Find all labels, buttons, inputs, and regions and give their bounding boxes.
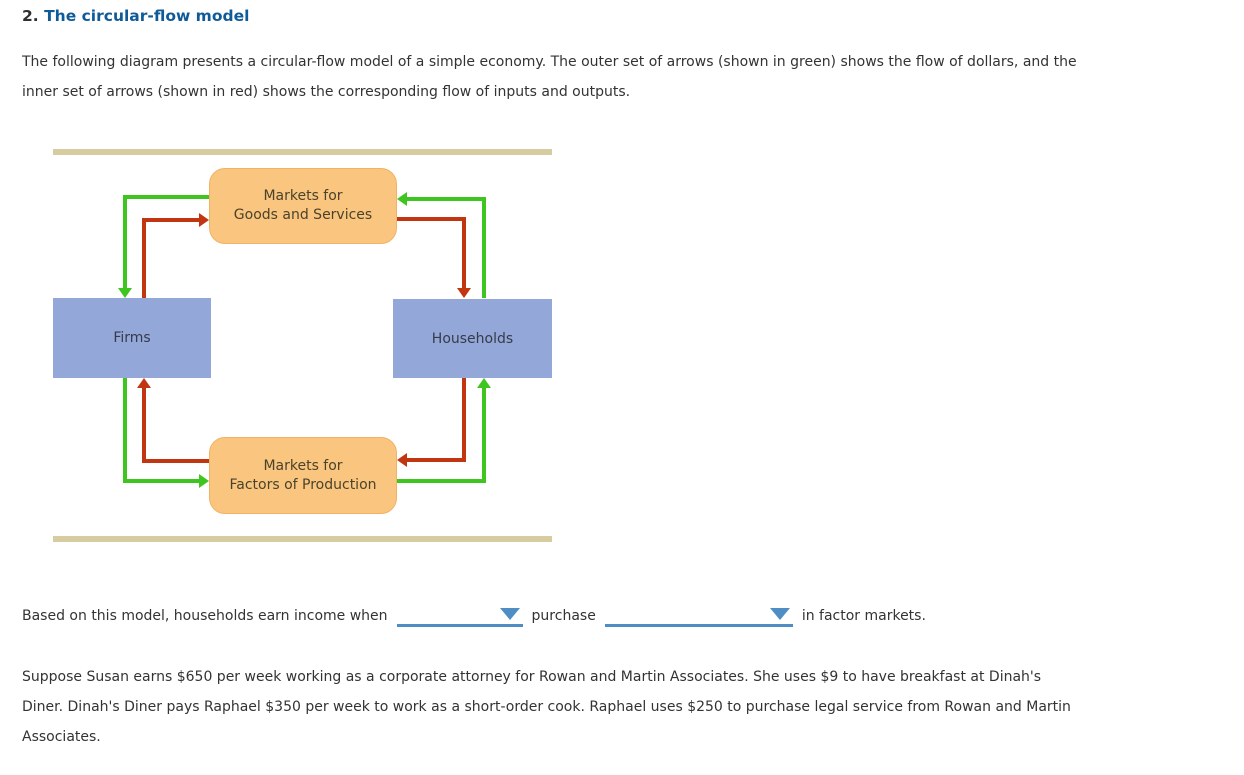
households-box: Households [393,299,552,378]
goods-market-box: Markets for Goods and Services [209,168,397,244]
arrow-segment [407,197,486,201]
question-title: The circular-flow model [44,7,250,25]
diagram-bottom-border-bar [53,536,552,542]
arrow-segment [123,378,127,483]
arrow-segment [462,217,466,288]
factors-market-label-line2: Factors of Production [229,476,377,493]
scenario-line: Associates. [22,729,101,745]
intro-line: The following diagram presents a circula… [22,54,1077,70]
arrow-segment [397,217,464,221]
dropdown-who-purchases[interactable] [396,604,523,627]
arrow-segment [142,459,209,463]
firms-label: Firms [113,330,151,346]
arrow-segment [142,218,146,298]
arrow-segment [482,197,486,298]
question-number: 2. [22,7,39,25]
arrow-segment [407,458,466,462]
question-text-middle: purchase [531,608,596,624]
firms-box: Firms [53,298,211,378]
arrowhead-left-icon [397,192,407,206]
circular-flow-diagram: Markets for Goods and Services Markets f… [53,149,552,542]
question-text-before: Based on this model, households earn inc… [22,608,388,624]
arrow-segment [123,195,209,199]
arrow-segment [142,218,199,222]
diagram-top-border-bar [53,149,552,155]
factors-market-box: Markets for Factors of Production [209,437,397,514]
goods-market-label-line2: Goods and Services [233,207,373,223]
page-title: 2. The circular-flow model [22,7,249,25]
arrowhead-up-icon [477,378,491,388]
dropdown-what-purchased[interactable] [604,604,793,627]
arrow-segment [462,378,466,462]
factors-market-label-line1: Markets for [263,457,343,474]
intro-paragraph: The following diagram presents a circula… [22,47,1077,107]
question-sentence: Based on this model, households earn inc… [22,604,926,627]
arrowhead-left-icon [397,453,407,467]
arrowhead-right-icon [199,213,209,227]
arrowhead-down-icon [118,288,132,298]
intro-line: inner set of arrows (shown in red) shows… [22,84,631,100]
chevron-down-icon [769,608,790,620]
arrowhead-up-icon [137,378,151,388]
arrowhead-down-icon [457,288,471,298]
chevron-down-icon [499,608,520,620]
arrow-segment [142,388,146,463]
arrowhead-right-icon [199,474,209,488]
goods-market-label-line1: Markets for [263,188,343,204]
arrow-segment [482,388,486,483]
households-label: Households [431,330,514,347]
scenario-paragraph: Suppose Susan earns $650 per week workin… [22,662,1071,752]
arrow-segment [123,479,199,483]
scenario-line: Suppose Susan earns $650 per week workin… [22,669,1042,685]
scenario-line: Diner. Dinah's Diner pays Raphael $350 p… [22,699,1071,715]
arrow-segment [123,195,127,288]
arrow-segment [397,479,486,483]
question-text-after: in factor markets. [801,608,926,624]
